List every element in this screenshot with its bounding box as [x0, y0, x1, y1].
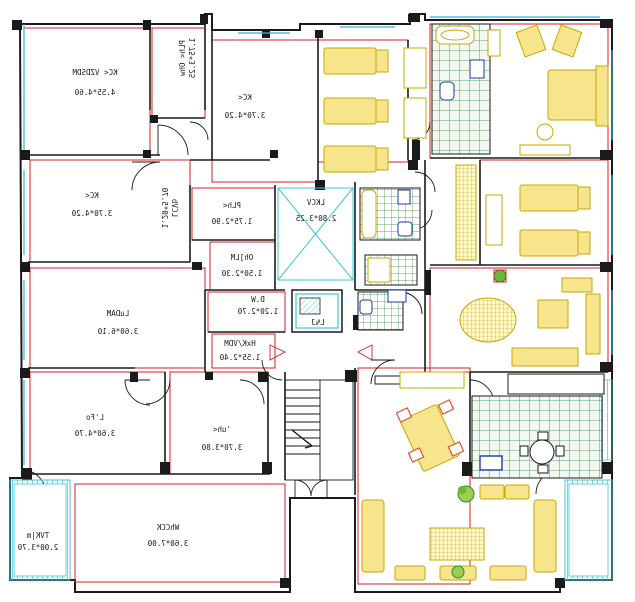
round-table: [479, 431, 565, 474]
room-dim-lift-hall: 2.80*3.25: [296, 214, 337, 223]
room-name-master-top: KC< VZDSDM: [72, 68, 118, 77]
room-name-dw: D.W: [251, 295, 265, 304]
stair-treads: [285, 389, 320, 455]
bathroom-mid: [359, 187, 421, 286]
room-name-wc-top: PLh< Ohw: [178, 40, 187, 77]
kitchen-counter: [507, 373, 605, 395]
room-dim-bedroom-top: 3.70*4.20: [224, 111, 265, 120]
room-dim-living: 3.60*6.10: [97, 327, 138, 336]
bathroom-top: [431, 23, 501, 155]
room-dim-bedroom-low-left: 3.60*4.70: [74, 429, 115, 438]
room-name-lift-hall: LKCV: [306, 198, 325, 207]
room-dim-bedroom-mid: 3.70*4.20: [71, 209, 112, 218]
room-dim-bedroom-low-mid: 3.70*3.80: [201, 443, 242, 452]
room-name-bedroom-low-mid: 'uh<: [212, 425, 231, 434]
room-name-living: LuDAM: [106, 309, 129, 318]
room-name-bedroom-low-left: L'Fo: [85, 413, 104, 422]
tree-icon: [457, 485, 475, 503]
room-name-bedroom-mid: KC<: [85, 191, 99, 200]
room-name-wc-mid: PLh<: [222, 201, 241, 210]
stair-arrow-icon: [291, 429, 314, 449]
room-dim-wc-top: 1.75*3.25: [188, 38, 197, 79]
room-dim-wc-mid: 1.75*2.90: [211, 217, 252, 226]
windows: [23, 16, 613, 465]
dining-table: [395, 399, 465, 472]
room-name-kitchen: HxK/VDM: [224, 339, 256, 348]
room-dim-kitchen: 1.55*2.40: [219, 353, 260, 362]
room-labels: KC< VZDSDM 4.55*4.60 PLh< Ohw 1.75*3.25 …: [17, 38, 336, 552]
room-dim-hall: 3.60*7.00: [147, 539, 188, 548]
room-name-lift: L%J: [311, 318, 325, 327]
room-dim-balcony: 2.00*3.70: [17, 543, 58, 552]
plant-icon: [451, 269, 507, 579]
lift-hall-area: [277, 187, 354, 333]
room-dim-master-top: 4.55*4.60: [74, 88, 115, 97]
furniture: [323, 24, 609, 581]
staircase: [269, 344, 373, 481]
room-dim-bath-small: 1.50*2.30: [221, 269, 262, 278]
kitchen-utility: [357, 289, 407, 331]
room-name-bath-small: Oh]LM: [230, 253, 253, 262]
room-dim-dw: 1.20*2.70: [237, 307, 278, 316]
room-name-hall: WhCCK: [156, 523, 179, 532]
room-name-corridor: LCVb: [170, 198, 179, 217]
balconies: [9, 379, 613, 581]
room-name-balcony: TVK|m: [26, 531, 49, 540]
room-dim-corridor: 1.20*5.70: [160, 187, 169, 228]
room-name-bedroom-top: KC<: [238, 93, 252, 102]
